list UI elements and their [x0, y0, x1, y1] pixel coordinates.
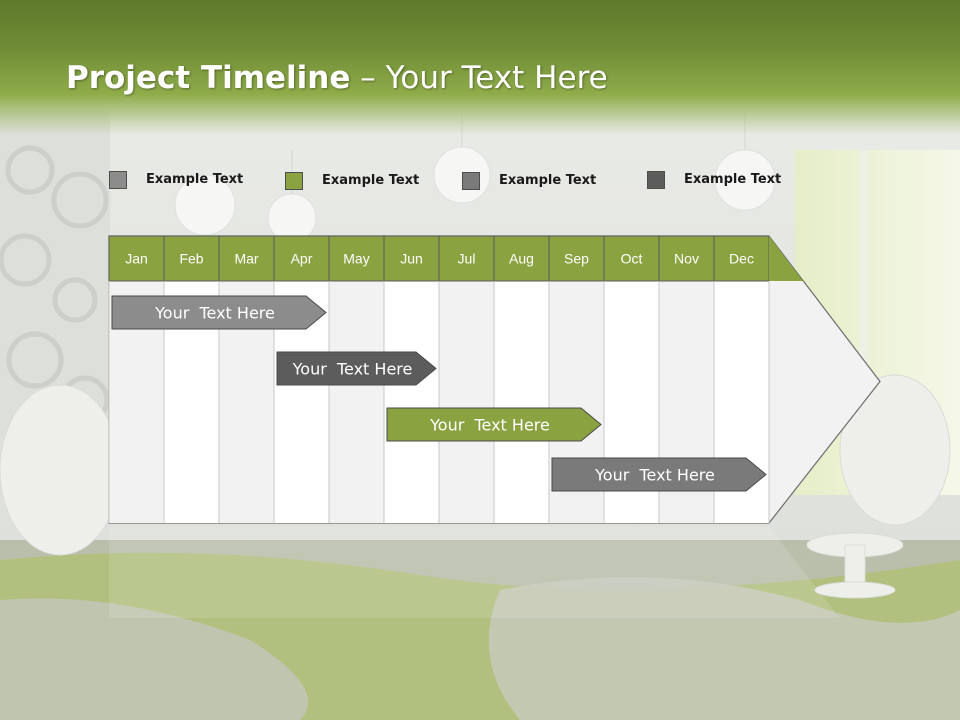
slide-title-subtitle: – Your Text Here: [350, 60, 608, 96]
month-label: Sep: [564, 251, 589, 267]
month-header-cell: [713, 235, 770, 282]
task-bar-label: Your Text Here: [292, 360, 413, 379]
month-header-cell: [438, 235, 495, 282]
legend-label: Example Text: [146, 172, 244, 187]
slide-title-main: Project Timeline: [66, 60, 351, 96]
month-column: [439, 281, 494, 523]
month-column: [384, 281, 439, 523]
month-label: Jun: [400, 251, 423, 267]
month-header-cell: [328, 235, 385, 282]
month-label: Mar: [234, 251, 258, 267]
month-label: Jul: [458, 251, 476, 267]
month-label: Nov: [674, 251, 699, 267]
timeline-reflection: [109, 527, 840, 618]
task-bar: [111, 295, 327, 330]
month-header-cell: [493, 235, 550, 282]
month-header-cell: [658, 235, 715, 282]
legend-swatch: [647, 171, 665, 189]
task-bar-label: Your Text Here: [429, 416, 550, 435]
month-header-cell: [163, 235, 220, 282]
month-column: [329, 281, 384, 523]
legend-label: Example Text: [499, 173, 597, 188]
month-label: Dec: [729, 251, 754, 267]
month-label: Jan: [125, 251, 148, 267]
legend-swatch: [109, 171, 127, 189]
month-label: Feb: [179, 251, 203, 267]
arrow-head-fill: [769, 236, 803, 281]
task-bar: [276, 351, 437, 386]
legend-swatch: [462, 172, 480, 190]
month-header-cell: [273, 235, 330, 282]
month-label: Aug: [509, 251, 534, 267]
month-header-cell: [383, 235, 440, 282]
task-bar: [551, 457, 767, 492]
month-label: May: [343, 251, 369, 267]
month-header-cell: [218, 235, 275, 282]
month-label: Oct: [621, 251, 643, 267]
month-header-cell: [548, 235, 605, 282]
task-bar-label: Your Text Here: [594, 466, 715, 485]
title-banner: [0, 0, 960, 135]
slide-title: Project Timeline – Your Text Here: [66, 60, 608, 96]
task-bar-label: Your Text Here: [154, 304, 275, 323]
legend-label: Example Text: [322, 173, 420, 188]
task-bar: [386, 407, 602, 442]
month-label: Apr: [291, 251, 313, 267]
legend-label: Example Text: [684, 172, 782, 187]
legend-swatch: [285, 172, 303, 190]
month-column: [494, 281, 549, 523]
